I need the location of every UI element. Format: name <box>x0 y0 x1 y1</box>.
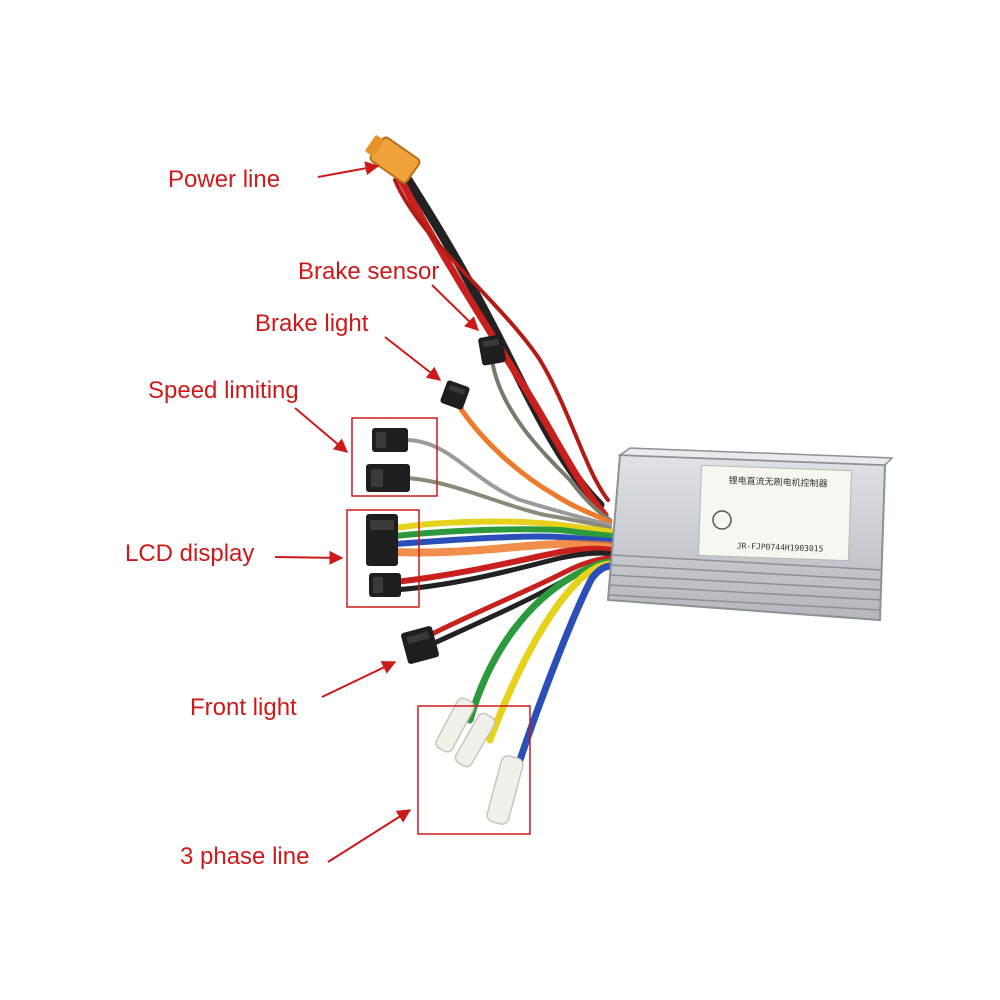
highlight-boxes <box>346 417 531 835</box>
speed-limit-wire-1 <box>403 438 612 527</box>
power-wire-red <box>396 174 609 519</box>
lcd-display-box <box>346 509 420 608</box>
speed-limiting-box <box>351 417 438 497</box>
power-wire-red-2 <box>393 178 610 502</box>
controller-title: 锂电直流无刷电机控制器 <box>728 474 827 489</box>
housing-label-sticker <box>697 464 853 562</box>
phase-wire-blue <box>516 562 616 764</box>
lcd-wire-blue <box>392 533 615 547</box>
arrow-brake-light <box>384 336 442 381</box>
xt-power-connector <box>365 135 421 184</box>
label-speed-limiting: Speed limiting <box>148 377 299 404</box>
label-three-phase-line: 3 phase line <box>180 843 310 870</box>
lcd-connector-main <box>366 514 398 566</box>
controller-housing <box>606 447 894 622</box>
phase-terminal-blue <box>486 755 524 825</box>
controller-serial: JR-FJP0744H1903015 <box>737 541 824 553</box>
arrow-three-phase <box>327 809 412 863</box>
front-light-connector <box>401 626 439 664</box>
speed-limit-connector-2 <box>366 464 410 492</box>
brake-sensor-wire <box>490 358 612 522</box>
connectors <box>365 135 524 825</box>
arrow-power-line <box>317 161 380 178</box>
lcd-wire-red <box>392 545 615 585</box>
lcd-wire-green <box>392 526 615 539</box>
lcd-wire-orange <box>391 539 616 557</box>
brake-light-connector <box>440 380 470 410</box>
arrow-brake-sensor <box>431 284 480 331</box>
brake-sensor-connector <box>478 334 506 366</box>
brake-light-wire <box>452 397 613 525</box>
housing-fins <box>608 554 883 611</box>
label-brake-sensor: Brake sensor <box>298 258 440 285</box>
manufacturer-logo-icon <box>712 510 732 530</box>
label-power-line: Power line <box>168 166 281 193</box>
lcd-connector-small <box>369 573 401 597</box>
label-lcd-display: LCD display <box>125 540 255 567</box>
phase-terminal-yellow <box>454 712 496 768</box>
callout-arrows <box>274 161 480 863</box>
phase-terminal-green <box>435 697 475 753</box>
arrow-front-light <box>321 661 397 698</box>
lcd-wire-yellow <box>392 518 615 535</box>
label-front-light: Front light <box>190 694 297 721</box>
speed-limit-connector-1 <box>372 428 408 452</box>
label-brake-light: Brake light <box>255 310 369 337</box>
arrow-speed-limiting <box>294 407 349 453</box>
lcd-wire-black <box>392 550 615 593</box>
speed-limit-wire-2 <box>403 476 612 530</box>
three-phase-box <box>417 705 531 835</box>
wire-bundle <box>391 170 616 764</box>
arrow-lcd-display <box>274 550 344 565</box>
front-light-wire-red <box>427 555 615 638</box>
